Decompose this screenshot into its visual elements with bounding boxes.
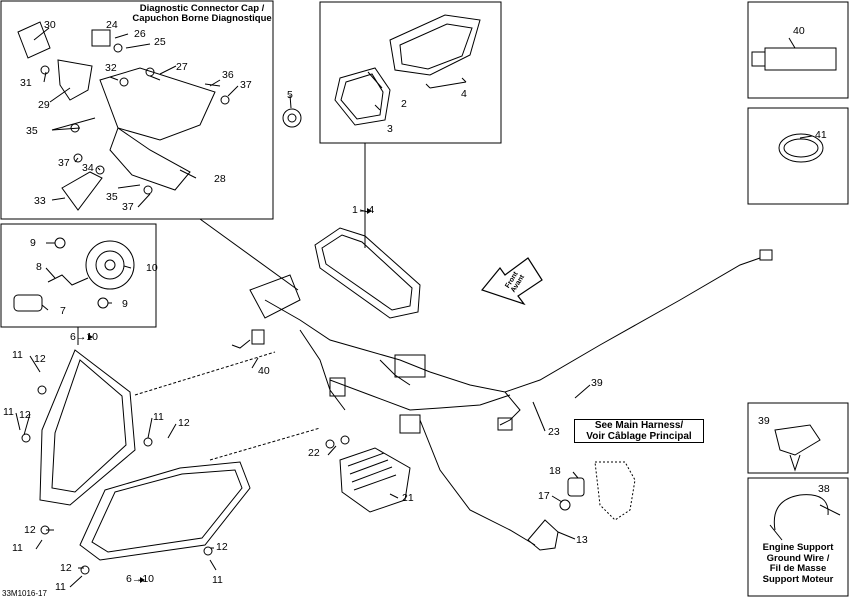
callout-40-b: 40 [258,365,270,377]
callout-1-to-4: 1→4 [352,204,375,216]
ground-wire-caption: Engine Support Ground Wire / Fil de Mass… [748,542,848,586]
callout-6-to-10-b: 6→10 [126,573,155,585]
instrument-cluster [314,227,421,319]
headlight-lens [40,461,251,575]
callout-25: 25 [154,36,166,48]
callout-11-a: 11 [12,349,23,361]
callout-7: 7 [60,305,66,317]
callout-38: 38 [818,483,830,495]
inset-box-ground-wire [747,477,849,597]
callout-26: 26 [134,28,146,40]
ground-caption-line2: Ground Wire / [766,552,830,564]
callout-leaders [15,27,813,588]
callout-12-c: 12 [178,417,190,429]
callout-3: 3 [387,123,393,135]
ground-caption-line3: Fil de Masse [769,563,827,575]
callout-35-a: 35 [26,125,38,137]
callout-30: 30 [44,19,56,31]
callout-12-b: 12 [19,409,31,421]
callout-4: 4 [461,88,467,100]
callout-29: 29 [38,99,50,111]
arrow-head-6-10a [88,334,93,340]
inset-box-bulb [0,223,157,328]
inset-box-clamp [747,107,849,205]
callout-23: 23 [548,426,560,438]
callout-32: 32 [105,62,117,74]
callout-6-to-10-a: 6→10 [70,331,99,343]
ground-caption-line4: Support Moteur [762,573,834,585]
callout-37-c: 37 [122,201,134,213]
callout-10-a: 10 [146,262,158,274]
arrow-head-1-4 [367,208,372,214]
callout-17: 17 [538,490,550,502]
cable-clamp [778,133,824,163]
inset-box-clip [747,402,849,474]
main-harness-note-line2: Voir Câblage Principal [586,431,692,442]
callout-13: 13 [576,534,588,546]
diag-cap-header: Diagnostic Connector Cap / Capuchon Born… [132,4,272,24]
inset-box-gauge [319,1,502,144]
drawing-code: 33M1016-17 [2,589,47,598]
callout-9-b: 9 [122,298,128,310]
tether-switch [527,461,636,551]
wiring-harness [231,249,773,546]
inset-box-sealant [747,1,849,99]
callout-12-f: 12 [216,541,228,553]
ground-caption-line1: Engine Support [762,542,834,553]
callout-34: 34 [82,162,94,174]
main-harness-note: See Main Harness/ Voir Câblage Principal [574,419,704,443]
callout-36: 36 [222,69,234,81]
callout-41: 41 [815,129,827,141]
arrow-head-6-10b [140,577,145,583]
callout-2: 2 [401,98,407,110]
callout-33: 33 [34,195,46,207]
diag-cap-header-line2: Capuchon Borne Diagnostique [132,12,272,24]
inset-box-mounting [0,0,274,220]
callout-28: 28 [214,173,226,185]
ground-wire [769,494,841,541]
callout-11-d: 11 [12,542,23,554]
front-direction-arrow [480,257,543,306]
callout-18: 18 [549,465,561,477]
bulb-parts [13,237,135,312]
mounting-bracket-parts [17,21,230,211]
callout-39-b: 39 [758,415,770,427]
callout-39-a: 39 [591,377,603,389]
callout-31: 31 [20,77,32,89]
diag-cap-header-line1: Diagnostic Connector Cap / [139,3,265,14]
callout-35-b: 35 [106,191,118,203]
callout-12-e: 12 [60,562,72,574]
callout-11-b: 11 [3,406,14,418]
headlight-housing [21,349,153,506]
callout-12-d: 12 [24,524,36,536]
callout-24: 24 [106,19,118,31]
harness-clip [774,424,821,472]
callout-11-c: 11 [153,411,164,423]
callout-27: 27 [176,61,188,73]
callout-9-a: 9 [30,237,36,249]
callout-12-a: 12 [34,353,46,365]
callout-5: 5 [287,89,293,101]
main-harness-note-line1: See Main Harness/ [594,420,684,431]
callout-11-e: 11 [55,581,66,593]
callout-37-a: 37 [240,79,252,91]
gauge-cluster-exploded [282,14,481,128]
voltage-regulator [325,435,411,513]
callout-8: 8 [36,261,42,273]
callout-21: 21 [402,492,414,504]
callout-22: 22 [308,447,320,459]
callout-11-f: 11 [212,574,223,586]
sealant-tube [751,47,837,71]
callout-37-b: 37 [58,157,70,169]
callout-40: 40 [793,25,805,37]
